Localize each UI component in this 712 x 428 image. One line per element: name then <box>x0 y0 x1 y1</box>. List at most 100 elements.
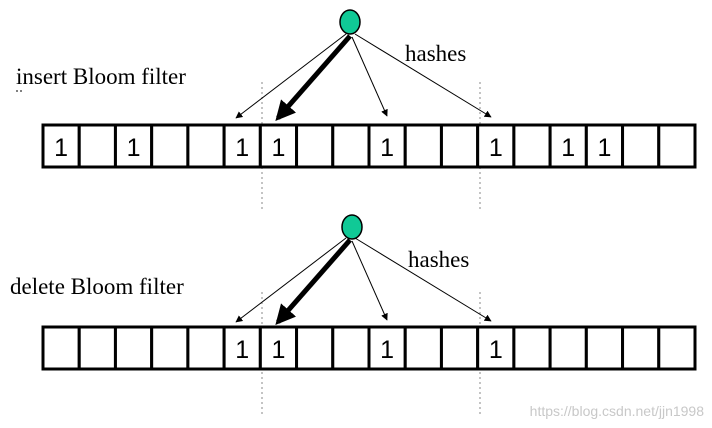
insert-cell <box>295 123 335 169</box>
insert-cell-value: 1 <box>561 134 575 162</box>
insert-cell-value: 1 <box>235 134 249 162</box>
delete-cell-value: 1 <box>380 336 394 364</box>
insert-cell: 1 <box>222 123 262 169</box>
insert-cell-box <box>584 123 625 169</box>
delete-cell-box <box>222 325 262 371</box>
delete-hashes-label: hashes <box>408 247 469 272</box>
delete-cell-box <box>186 325 226 371</box>
delete-cell <box>512 325 552 371</box>
delete-element-node <box>341 214 363 240</box>
delete-arrow-1 <box>235 237 347 323</box>
insert-cell-box <box>367 123 407 169</box>
delete-cell <box>41 325 81 371</box>
insert-cell-box <box>476 123 516 169</box>
insert-arrow-4 <box>354 33 492 118</box>
delete-cell <box>150 325 190 371</box>
insert-cell <box>331 123 371 169</box>
delete-cell <box>331 325 371 371</box>
delete-cell <box>584 325 625 371</box>
delete-cell-box <box>584 325 625 371</box>
delete-cell <box>439 325 480 371</box>
insert-arrow-bold <box>275 34 352 122</box>
insert-cell: 1 <box>548 123 588 169</box>
delete-cell-box <box>548 325 588 371</box>
delete-arrow-4 <box>354 237 492 322</box>
insert-cell-box <box>150 123 190 169</box>
insert-cell: 1 <box>476 123 516 169</box>
insert-cell: 1 <box>367 123 407 169</box>
insert-cell-box <box>657 123 697 169</box>
delete-cell-value: 1 <box>271 336 285 364</box>
delete-cell-box <box>150 325 190 371</box>
insert-cell: 1 <box>41 123 81 169</box>
delete-cell <box>77 325 117 371</box>
delete-cell <box>621 325 661 371</box>
delete-cell <box>295 325 335 371</box>
delete-cell-box <box>512 325 552 371</box>
insert-cell-box <box>621 123 661 169</box>
insert-cell: 1 <box>584 123 625 169</box>
insert-cell <box>403 123 443 169</box>
insert-cell <box>439 123 480 169</box>
insert-cell-value: 1 <box>271 134 285 162</box>
insert-arrow-1 <box>235 33 347 119</box>
delete-cell: 1 <box>367 325 407 371</box>
delete-cell-box <box>295 325 335 371</box>
delete-cell-box <box>403 325 443 371</box>
insert-cell-value: 1 <box>380 134 394 162</box>
delete-arrow-3 <box>351 240 388 321</box>
insert-title: insert Bloom filter <box>16 64 186 89</box>
delete-cell-box <box>113 325 154 371</box>
delete-arrow-bold <box>275 238 352 326</box>
insert-cell-box <box>258 123 299 169</box>
delete-cell <box>403 325 443 371</box>
delete-cell <box>548 325 588 371</box>
delete-cell <box>113 325 154 371</box>
delete-title: delete Bloom filter <box>10 274 184 299</box>
delete-cell-box <box>367 325 407 371</box>
insert-cell-box <box>295 123 335 169</box>
delete-cell-value: 1 <box>235 336 249 364</box>
delete-cell: 1 <box>222 325 262 371</box>
insert-cell-box <box>41 123 81 169</box>
insert-cell-box <box>77 123 117 169</box>
insert-cell-box <box>512 123 552 169</box>
insert-cell-box <box>439 123 480 169</box>
insert-hashes-label: hashes <box>405 41 466 66</box>
insert-cell <box>512 123 552 169</box>
insert-cell: 1 <box>113 123 154 169</box>
delete-cell: 1 <box>258 325 299 371</box>
insert-cell <box>621 123 661 169</box>
delete-cell-box <box>621 325 661 371</box>
insert-cell <box>186 123 226 169</box>
delete-cell-box <box>41 325 81 371</box>
insert-cell <box>150 123 190 169</box>
insert-cell-value: 1 <box>597 134 611 162</box>
insert-cell-value: 1 <box>54 134 68 162</box>
insert-cell-value: 1 <box>489 134 503 162</box>
insert-cell-value: 1 <box>127 134 141 162</box>
insert-cell-box <box>403 123 443 169</box>
insert-hash-arrows <box>235 33 492 122</box>
delete-cell-box <box>657 325 697 371</box>
delete-hash-arrows <box>235 237 492 326</box>
insert-cell <box>657 123 697 169</box>
delete-cell-box <box>331 325 371 371</box>
insert-cell-box <box>331 123 371 169</box>
delete-cell <box>186 325 226 371</box>
delete-cell-box <box>77 325 117 371</box>
delete-cell-value: 1 <box>489 336 503 364</box>
delete-cell-box <box>439 325 480 371</box>
delete-cell <box>657 325 697 371</box>
watermark: https://blog.csdn.net/jjn1998 <box>530 403 705 419</box>
insert-cell: 1 <box>258 123 299 169</box>
insert-cell-box <box>186 123 226 169</box>
delete-cell: 1 <box>476 325 516 371</box>
delete-cell-box <box>258 325 299 371</box>
